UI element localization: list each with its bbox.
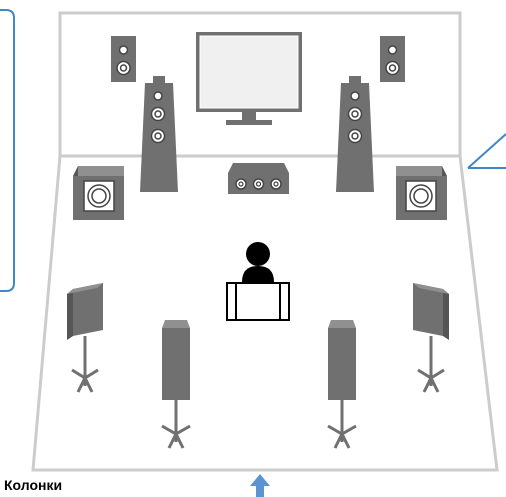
front-speaker-icon — [140, 76, 178, 192]
presence-speaker-icon — [111, 36, 136, 82]
surround-back-speaker-icon — [327, 320, 357, 449]
surround-back-speaker-icon — [161, 320, 191, 449]
center-speaker-icon — [228, 163, 289, 194]
surround-speaker-icon — [413, 283, 449, 393]
arrow-up-icon — [250, 474, 270, 497]
room-outline — [31, 11, 499, 472]
front-speaker-icon — [336, 76, 374, 192]
presence-speaker-icon — [380, 36, 405, 82]
subwoofer-icon — [396, 166, 447, 220]
speakers-caption: Колонки — [4, 477, 63, 493]
listener-icon — [226, 242, 290, 321]
subwoofer-icon — [73, 166, 124, 220]
surround-speaker-icon — [67, 283, 103, 393]
callout-line — [467, 133, 506, 169]
left-panel-outline — [0, 9, 15, 292]
tv-icon — [196, 32, 302, 125]
